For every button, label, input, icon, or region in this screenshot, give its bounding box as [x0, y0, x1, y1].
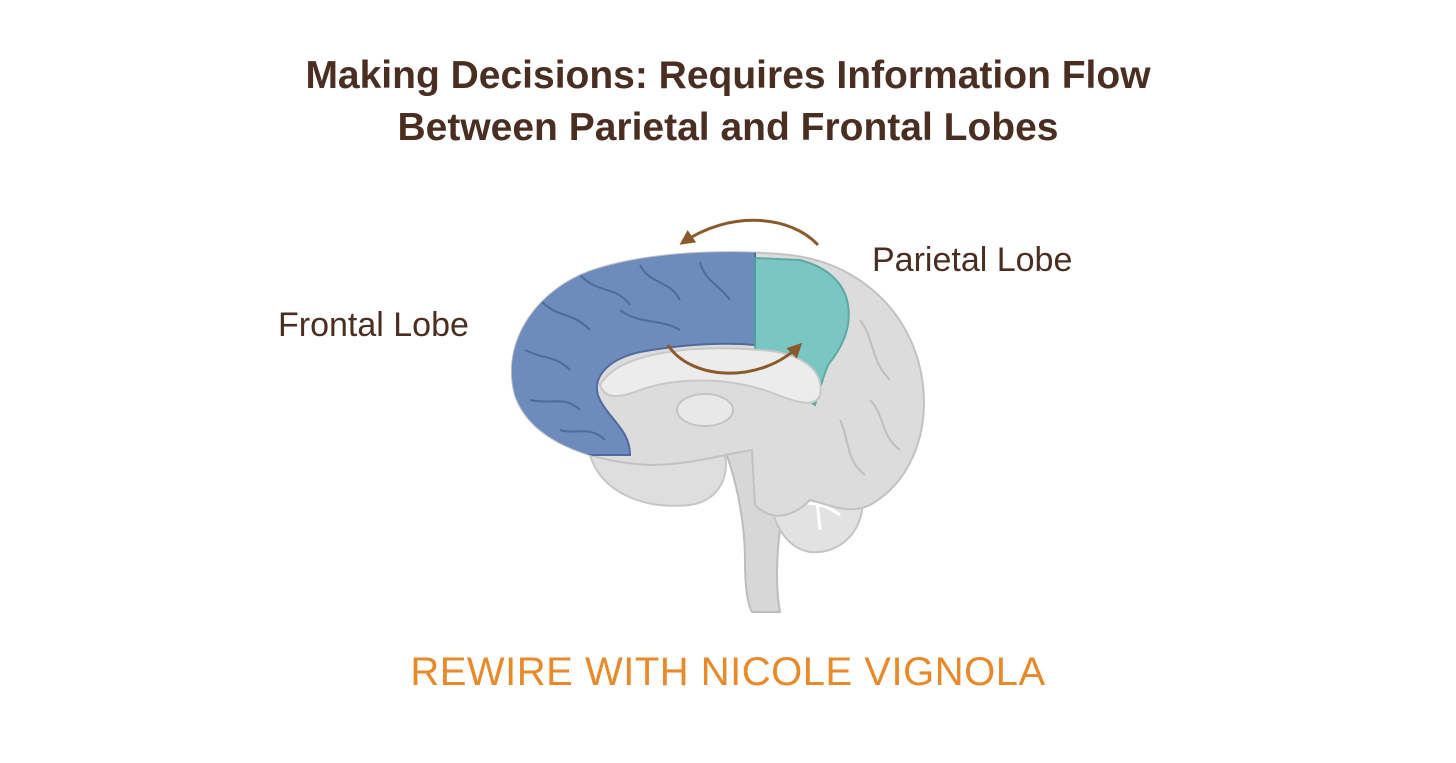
flow-arrow-parietal-to-frontal	[679, 218, 820, 247]
temporal-lobe	[588, 454, 727, 507]
parietal-lobe-label: Parietal Lobe	[872, 241, 1073, 279]
frontal-lobe-region	[511, 252, 756, 456]
corpus-callosum	[598, 347, 822, 404]
title-line-2: Between Parietal and Frontal Lobes	[397, 106, 1059, 149]
frontal-lobe-label: Frontal Lobe	[278, 306, 469, 344]
flow-arrow-frontal-to-parietal	[666, 342, 803, 375]
diagram-title: Making Decisions: Requires Information F…	[0, 50, 1456, 154]
footer-brand: REWIRE WITH NICOLE VIGNOLA	[410, 650, 1046, 694]
thalamus	[676, 393, 734, 427]
posterior-gyri	[839, 319, 901, 476]
frontal-gyri	[524, 261, 731, 441]
title-line-1: Making Decisions: Requires Information F…	[305, 54, 1151, 97]
